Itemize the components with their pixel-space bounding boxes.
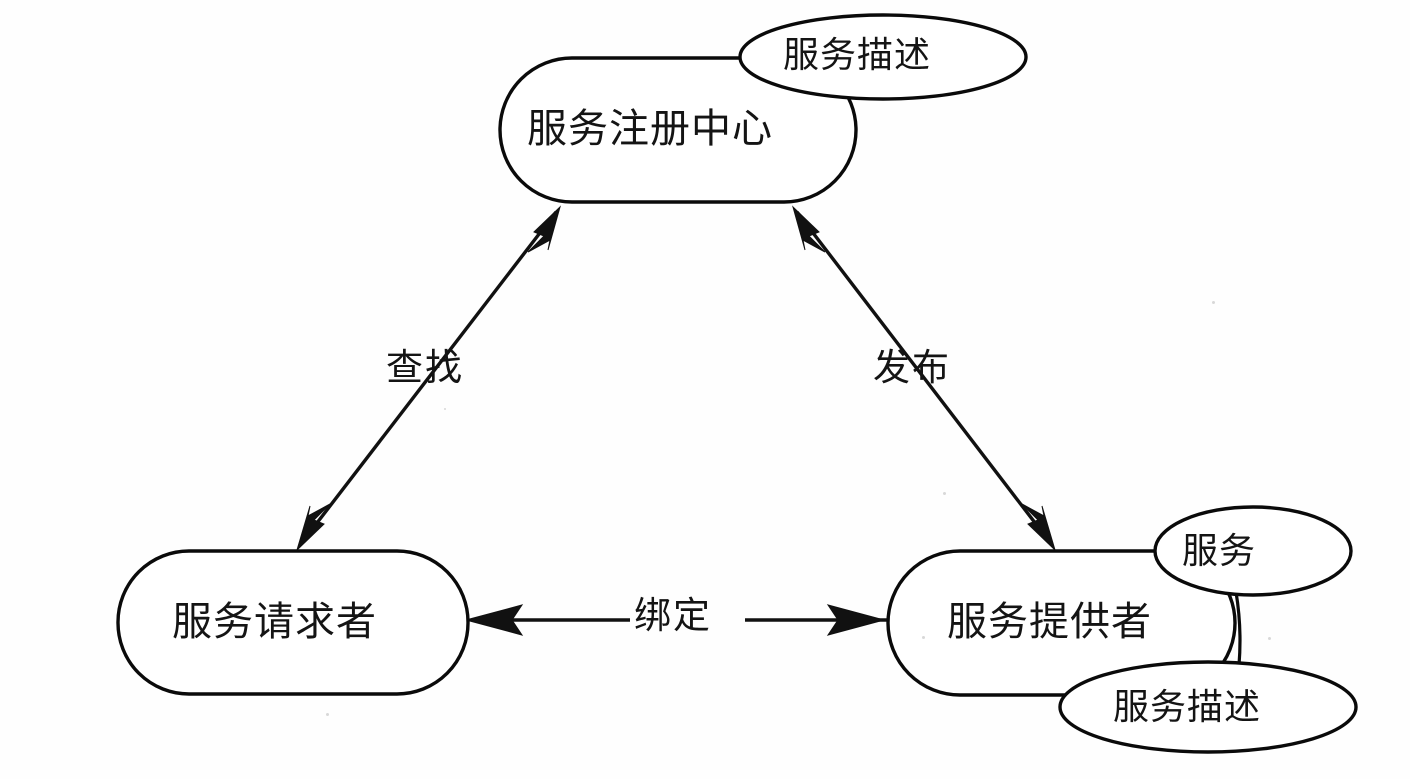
node-registry-shape[interactable] xyxy=(498,56,858,204)
artifact-provider-service-label: 服务 xyxy=(1182,531,1257,571)
edge-find xyxy=(295,205,561,552)
artifact-registry-description-label: 服务描述 xyxy=(783,35,932,75)
edge-publish-arrowhead-top xyxy=(792,205,826,253)
node-registry-label: 服务注册中心 xyxy=(527,106,773,151)
artifact-registry-description-shape[interactable] xyxy=(738,13,1028,101)
node-requester-label: 服务请求者 xyxy=(172,599,377,644)
edge-publish-arrowhead-bottom xyxy=(1021,503,1057,552)
node-requester-shape[interactable] xyxy=(116,549,470,696)
artifact-provider-service-shape[interactable] xyxy=(1153,505,1353,597)
artifact-provider-description-shape[interactable] xyxy=(1058,660,1358,754)
edge-bind-label: 绑定 xyxy=(634,596,712,637)
edge-find-label: 查找 xyxy=(386,348,464,389)
edge-find-arrowhead-bottom xyxy=(295,503,331,552)
node-provider-shape[interactable] xyxy=(886,549,1237,697)
edge-publish-label: 发布 xyxy=(873,348,951,389)
artifact-provider-description-label: 服务描述 xyxy=(1113,687,1262,727)
edge-bind-arrowhead-right xyxy=(826,604,886,636)
edge-publish-line xyxy=(795,210,1054,547)
edge-find-arrowhead-top xyxy=(527,205,561,253)
edge-bind xyxy=(464,604,888,636)
edge-publish xyxy=(792,205,1057,552)
edge-bind-arrowhead-left xyxy=(464,604,524,636)
edge-find-line xyxy=(298,210,558,547)
node-provider-label: 服务提供者 xyxy=(947,599,1152,644)
